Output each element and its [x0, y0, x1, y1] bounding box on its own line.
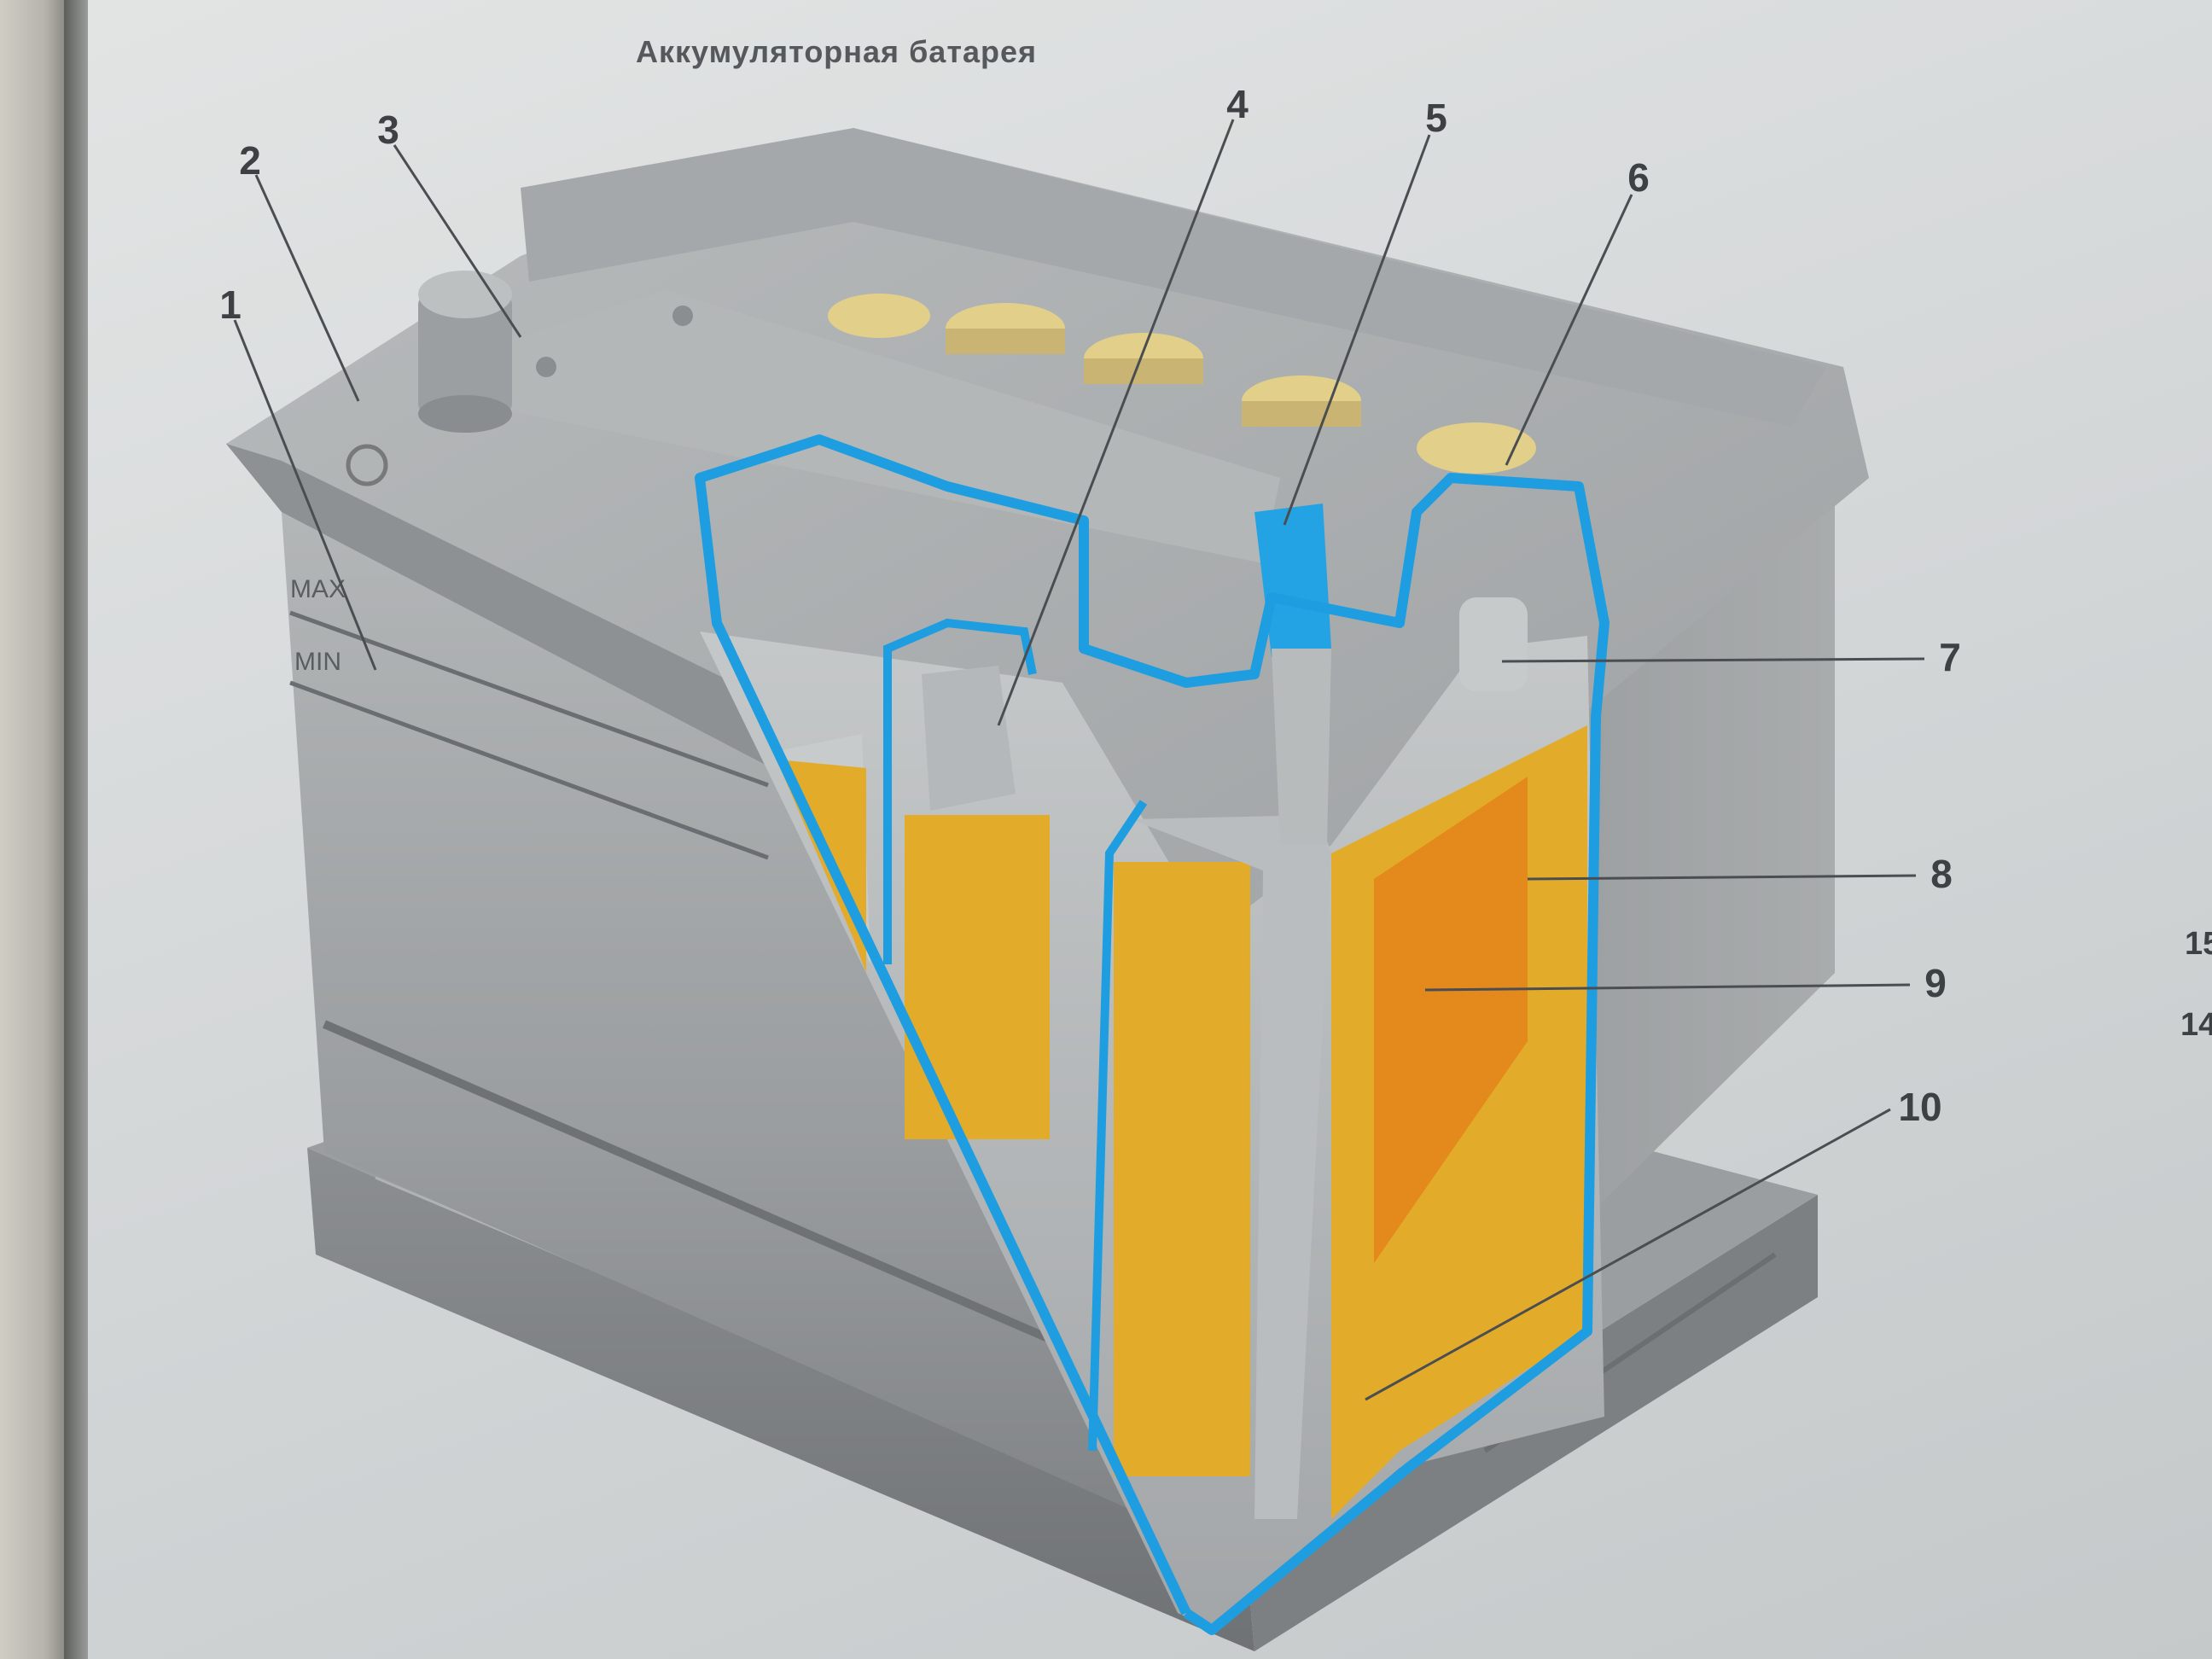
callout-number: 7: [1939, 635, 1961, 679]
vent-symbol: [346, 444, 388, 486]
callout-number: 3: [377, 108, 399, 152]
callout-number: 6: [1627, 155, 1650, 200]
leader-9: [1424, 983, 1911, 992]
leader-6: [1505, 194, 1633, 466]
max-level-line: [289, 610, 769, 788]
leader-7: [1501, 657, 1925, 663]
cutaway-inner-wall: [1088, 800, 1148, 1452]
leader-3: [393, 144, 522, 338]
edge-label: 15: [2185, 926, 2212, 962]
electrolyte-level-marks: MAX MIN: [289, 575, 769, 860]
diagram-title: Аккумуляторная батарея: [636, 34, 1037, 69]
leader-10: [1365, 1108, 1891, 1401]
connector-strap: [922, 666, 1016, 811]
edge-label: 14: [2180, 1007, 2212, 1043]
cutaway-outline: [695, 434, 1610, 1635]
callout-number: 4: [1226, 82, 1249, 126]
max-mark: MAX: [290, 575, 346, 603]
callout-number: 2: [239, 138, 261, 183]
min-mark: MIN: [294, 648, 341, 676]
wall-background: [0, 0, 64, 1659]
vent-plug-body: [1459, 597, 1528, 691]
plate-group-1: [905, 815, 1050, 1139]
cutaway-inner-wall: [883, 618, 1037, 964]
leader-8: [1527, 874, 1917, 881]
cell-plug: [1417, 422, 1536, 474]
leader-5: [1283, 134, 1431, 526]
leader-1: [233, 319, 377, 671]
callout-number: 10: [1898, 1085, 1942, 1129]
cell-plugs: [828, 294, 1536, 474]
leader-4: [997, 119, 1235, 726]
min-level-line: [289, 680, 769, 860]
callout-number: 8: [1930, 852, 1953, 896]
separator-wall: [1131, 815, 1331, 1519]
terminal-post: [418, 271, 512, 433]
poster-edge: [64, 0, 88, 1659]
plate-group-2: [1114, 862, 1250, 1476]
leader-2: [254, 174, 360, 402]
callout-number: 9: [1924, 961, 1947, 1005]
cutaway-section: [700, 504, 1604, 1630]
active-mass: [1374, 777, 1528, 1263]
cell-plug: [828, 294, 930, 338]
sealing-plug: [1254, 504, 1331, 657]
leader-lines: [233, 119, 1925, 1401]
callout-number: 1: [219, 282, 242, 327]
callout-number: 5: [1425, 96, 1447, 140]
